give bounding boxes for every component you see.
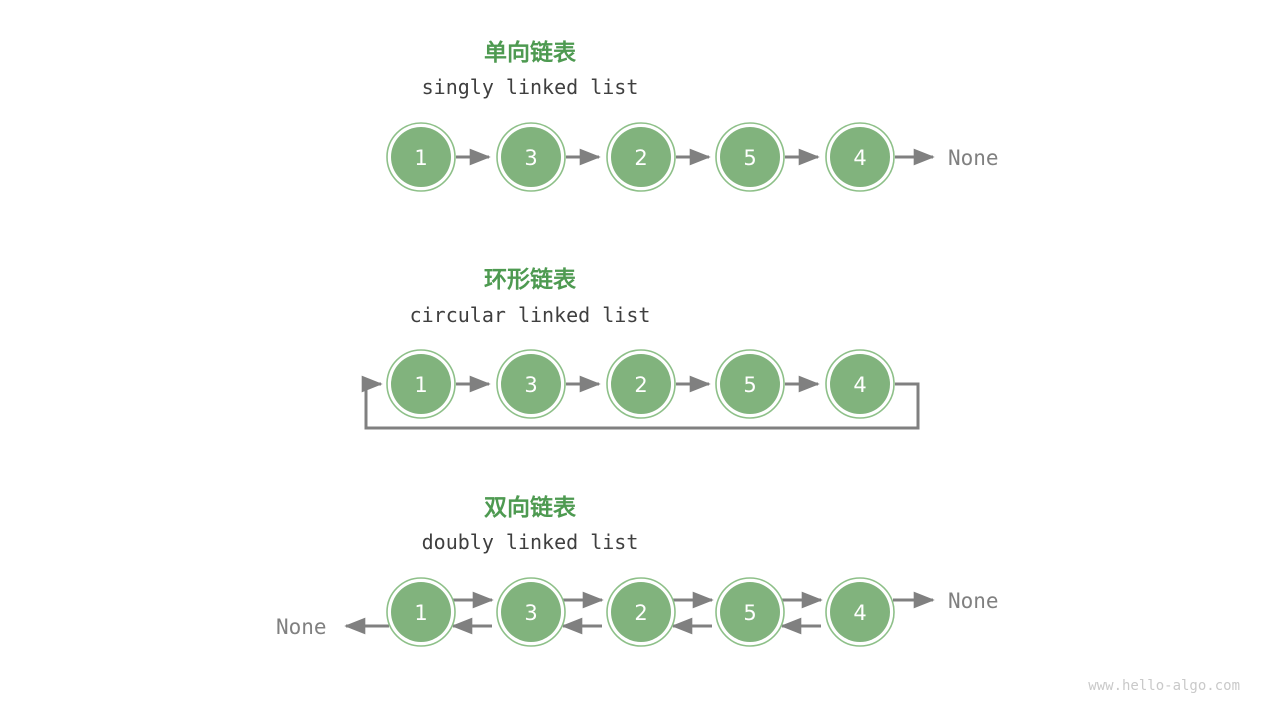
section-subtitle-en-singly: singly linked list xyxy=(422,75,639,99)
node-singly-4: 4 xyxy=(825,122,895,192)
node-label: 2 xyxy=(634,601,647,625)
node-label: 5 xyxy=(743,373,756,397)
node-label: 3 xyxy=(524,146,537,170)
section-doubly-linked-list: 双向链表 doubly linked list 1 3 xyxy=(276,494,999,647)
section-title-cjk-circular: 环形链表 xyxy=(484,266,577,293)
node-doubly-2: 2 xyxy=(606,577,676,647)
section-subtitle-en-doubly: doubly linked list xyxy=(422,530,639,554)
section-circular-linked-list: 环形链表 circular linked list 1 3 2 xyxy=(361,266,920,430)
node-doubly-0: 1 xyxy=(386,577,456,647)
head-none-label-doubly: None xyxy=(276,615,327,639)
tail-none-label-doubly: None xyxy=(948,589,999,613)
tail-none-label-singly: None xyxy=(948,146,999,170)
edge-circular-loopback-4-to-1 xyxy=(361,375,920,430)
section-title-cjk-doubly: 双向链表 xyxy=(484,494,577,521)
node-label: 1 xyxy=(414,373,427,397)
node-doubly-1: 3 xyxy=(496,577,566,647)
node-label: 2 xyxy=(634,373,647,397)
node-label: 5 xyxy=(743,601,756,625)
node-circular-3: 5 xyxy=(715,349,785,419)
node-circular-0: 1 xyxy=(386,349,456,419)
node-circular-4: 4 xyxy=(825,349,895,419)
section-subtitle-en-circular: circular linked list xyxy=(410,303,651,327)
node-label: 1 xyxy=(414,601,427,625)
node-label: 3 xyxy=(524,373,537,397)
node-circular-2: 2 xyxy=(606,349,676,419)
node-doubly-3: 5 xyxy=(715,577,785,647)
section-title-cjk-singly: 单向链表 xyxy=(484,39,577,66)
node-label: 3 xyxy=(524,601,537,625)
node-label: 4 xyxy=(853,373,866,397)
watermark-url: www.hello-algo.com xyxy=(1088,678,1240,694)
node-label: 4 xyxy=(853,601,866,625)
node-singly-0: 1 xyxy=(386,122,456,192)
section-singly-linked-list: 单向链表 singly linked list 1 3 2 xyxy=(386,39,999,192)
node-singly-3: 5 xyxy=(715,122,785,192)
node-label: 5 xyxy=(743,146,756,170)
node-singly-2: 2 xyxy=(606,122,676,192)
node-doubly-4: 4 xyxy=(825,577,895,647)
node-singly-1: 3 xyxy=(496,122,566,192)
node-label: 2 xyxy=(634,146,647,170)
node-label: 1 xyxy=(414,146,427,170)
node-label: 4 xyxy=(853,146,866,170)
node-circular-1: 3 xyxy=(496,349,566,419)
